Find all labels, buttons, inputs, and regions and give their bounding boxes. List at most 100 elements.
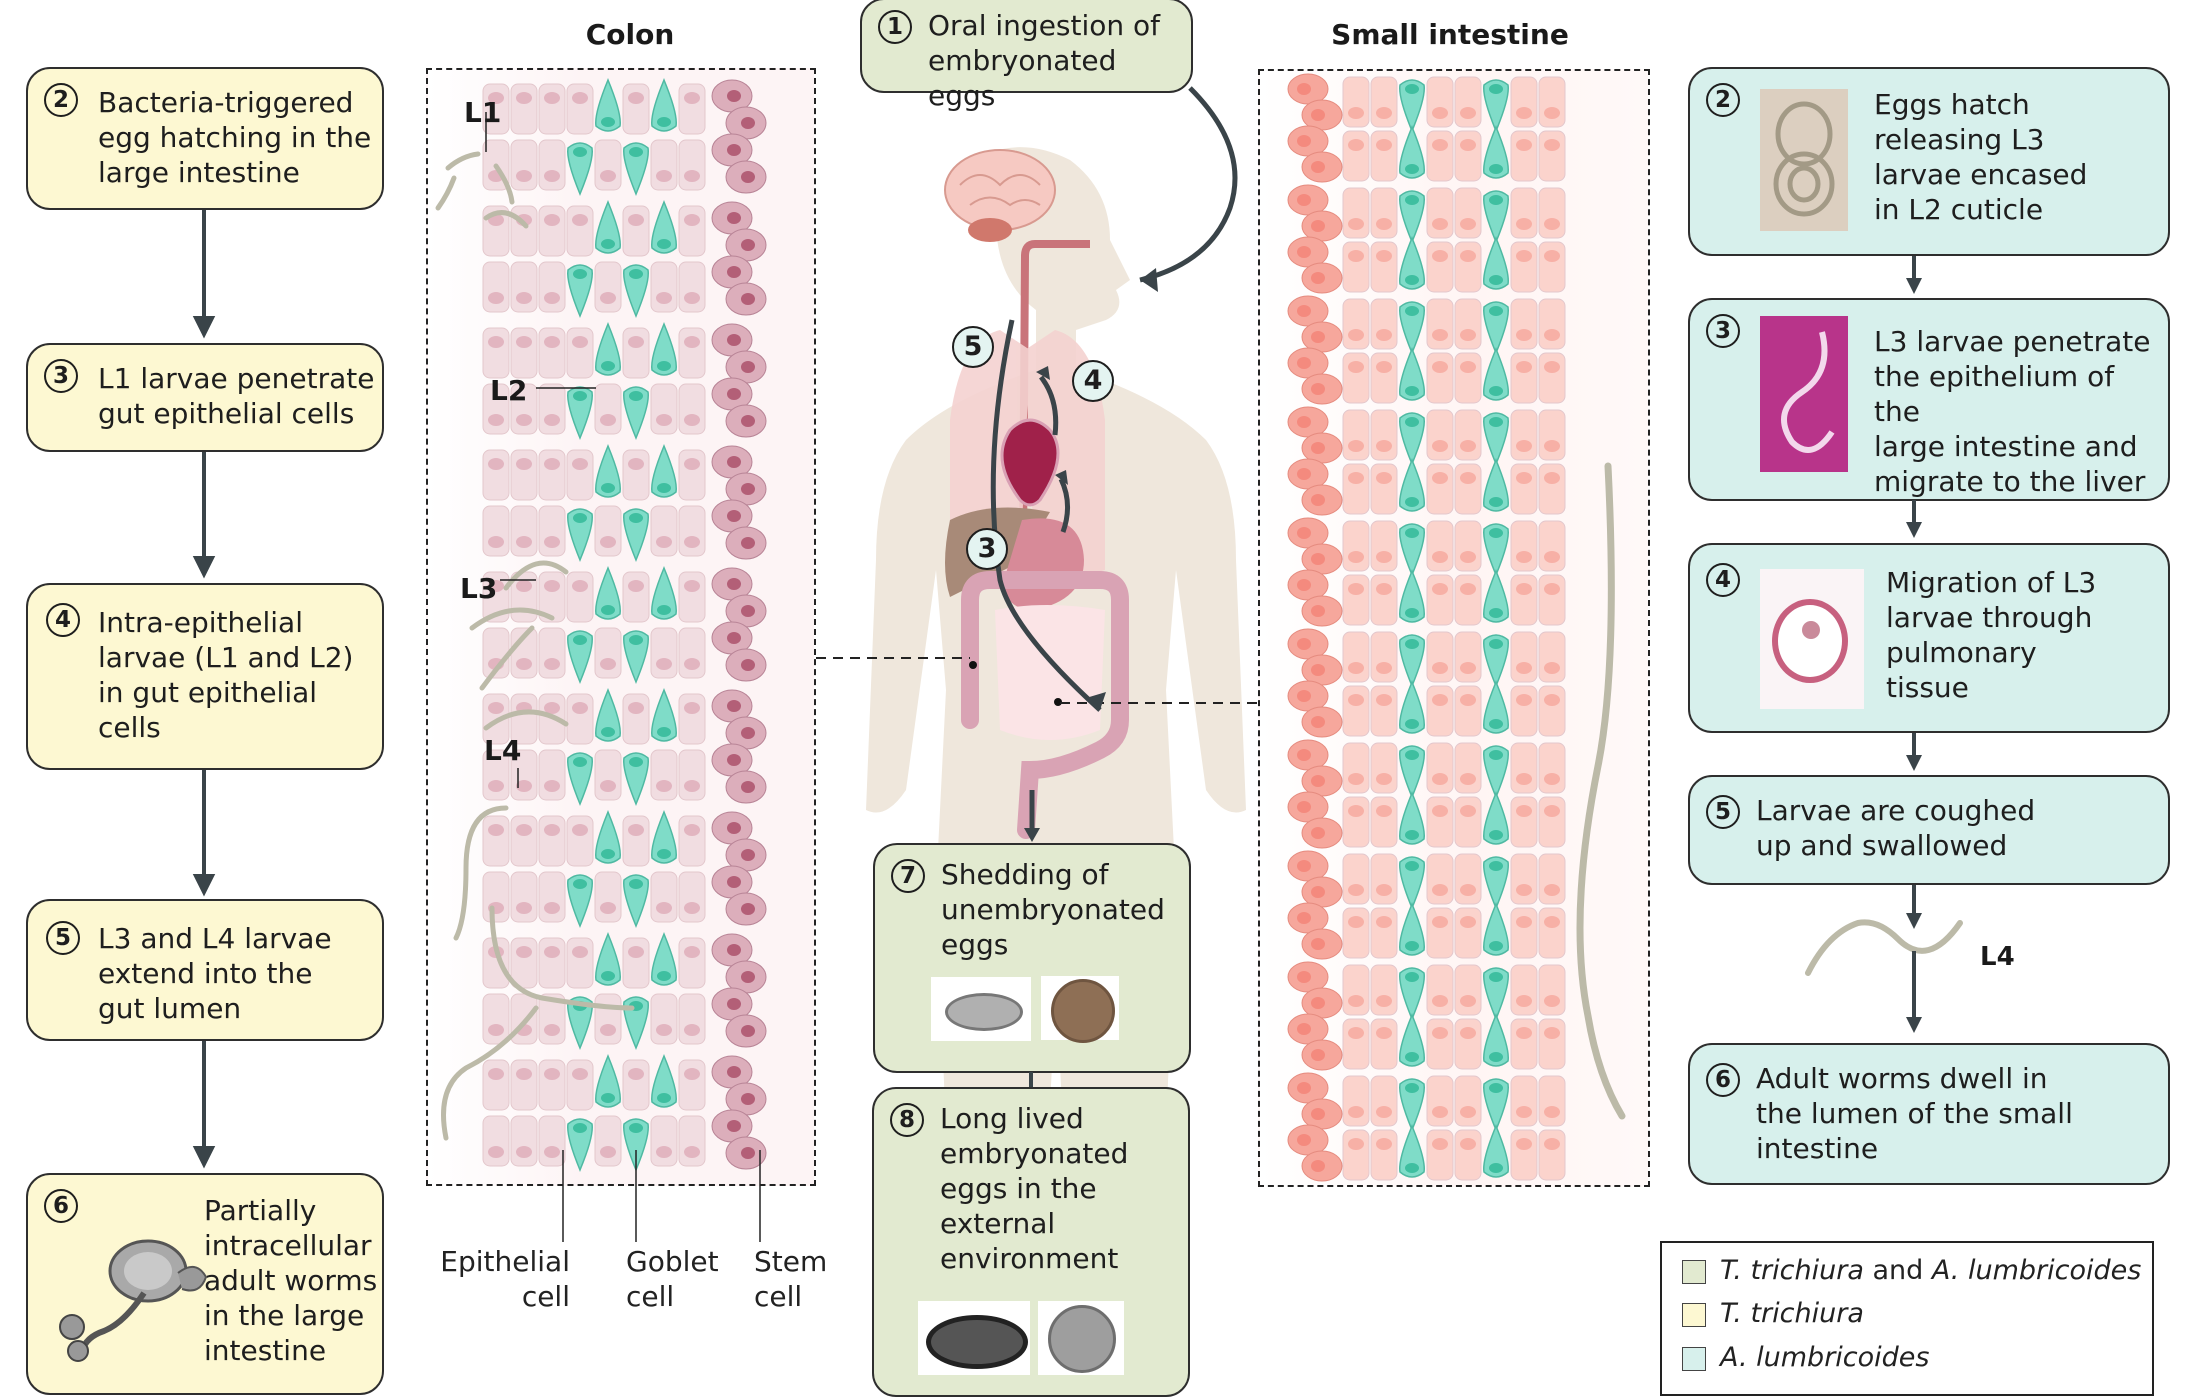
stem-cell-nucleus — [727, 456, 741, 468]
epithelial-cell-nucleus — [488, 780, 504, 792]
stem-cell-nucleus — [727, 876, 741, 888]
epithelial-cell — [1370, 352, 1398, 404]
epithelial-cell — [538, 937, 566, 989]
goblet-cell — [1483, 791, 1509, 845]
epithelial-cell-nucleus — [1432, 551, 1448, 563]
goblet-cell-nucleus — [601, 849, 615, 859]
epithelial-cell-nucleus — [1516, 361, 1532, 373]
goblet-cell-nucleus — [657, 971, 671, 981]
epithelial-cell-nucleus — [1348, 773, 1364, 785]
epithelial-cell — [1510, 352, 1538, 404]
step-text: Bacteria-triggered egg hatching in the l… — [98, 86, 372, 189]
goblet-cell — [567, 752, 593, 806]
goblet-cell — [1399, 523, 1425, 577]
epithelial-cell — [1510, 964, 1538, 1016]
epithelial-cell — [538, 815, 566, 867]
goblet-cell — [1399, 79, 1425, 133]
goblet-cell — [1483, 1124, 1509, 1178]
epithelial-cell-nucleus — [684, 458, 700, 470]
epithelial-cell-nucleus — [600, 536, 616, 548]
epithelial-cell-nucleus — [544, 214, 560, 226]
epithelial-cell-nucleus — [516, 780, 532, 792]
goblet-cell — [567, 386, 593, 440]
epithelial-cell-label: Epithelial cell — [440, 1245, 570, 1313]
epithelial-cell-nucleus — [1544, 1027, 1560, 1039]
epithelial-cell-nucleus — [572, 1068, 588, 1080]
epithelial-cell — [510, 449, 538, 501]
arrow-r3-to-r4 — [1906, 500, 1922, 538]
epithelial-cell — [650, 383, 678, 435]
epithelial-cell — [1370, 631, 1398, 683]
epithelial-cell-nucleus — [1460, 884, 1476, 896]
epithelial-cell — [510, 1059, 538, 1111]
epithelial-cell — [482, 1059, 510, 1111]
epithelial-cell — [622, 205, 650, 257]
epithelial-cell-nucleus — [1432, 1027, 1448, 1039]
epithelial-cell-nucleus — [544, 824, 560, 836]
epithelial-cell — [1454, 964, 1482, 1016]
epithelial-cell-nucleus — [1376, 472, 1392, 484]
epithelial-cell — [1342, 964, 1370, 1016]
epithelial-cell — [1370, 130, 1398, 182]
epithelial-cell-nucleus — [628, 92, 644, 104]
goblet-cell — [1483, 745, 1509, 799]
epithelial-cell-nucleus — [1516, 329, 1532, 341]
goblet-cell-nucleus — [573, 147, 587, 157]
epithelial-cell-nucleus — [1516, 694, 1532, 706]
epithelial-cell — [1510, 187, 1538, 239]
stem-cell-nucleus — [727, 632, 741, 644]
embryonated-ascaris-egg-image — [1038, 1301, 1124, 1375]
right-step-6-box: 6 Adult worms dwell in the lumen of the … — [1688, 1043, 2170, 1185]
goblet-cell — [595, 1054, 621, 1108]
colon-crypts-illustration — [435, 78, 767, 1172]
epithelial-cell-nucleus — [1460, 329, 1476, 341]
epithelial-cell-nucleus — [1348, 107, 1364, 119]
epithelial-cell — [1426, 520, 1454, 572]
epithelial-cell — [510, 205, 538, 257]
epithelial-cell-nucleus — [656, 1024, 672, 1036]
epithelial-cell — [538, 83, 566, 135]
epithelial-cell-nucleus — [572, 946, 588, 958]
epithelial-cell-nucleus — [1432, 805, 1448, 817]
left-step-6-box: 6 Partially intracellular adult worms in… — [26, 1173, 384, 1395]
stem-cell-nucleus — [1311, 664, 1325, 676]
goblet-cell — [567, 874, 593, 928]
epithelial-cell — [1454, 520, 1482, 572]
epithelial-cell-nucleus — [1544, 107, 1560, 119]
epithelial-cell — [510, 937, 538, 989]
epithelial-cell-nucleus — [1460, 773, 1476, 785]
epithelial-cell — [1454, 907, 1482, 959]
larva-worm — [435, 175, 457, 211]
cell-label-leaders — [562, 1150, 761, 1242]
stem-cell-nucleus — [1297, 527, 1311, 539]
step-number-badge: 3 — [1706, 314, 1740, 348]
epithelial-cell-nucleus — [1432, 694, 1448, 706]
goblet-cell — [1399, 902, 1425, 956]
epithelial-cell-nucleus — [1348, 329, 1364, 341]
epithelial-cell-nucleus — [628, 336, 644, 348]
epithelial-cell-nucleus — [1516, 773, 1532, 785]
epithelial-cell — [1342, 574, 1370, 626]
step-number-badge: 7 — [891, 859, 925, 893]
epithelial-cell — [594, 505, 622, 557]
epithelial-cell-nucleus — [1376, 694, 1392, 706]
goblet-cell-nucleus — [1489, 195, 1503, 205]
epithelial-cell — [594, 139, 622, 191]
goblet-cell — [651, 1054, 677, 1108]
goblet-cell — [623, 752, 649, 806]
epithelial-cell-nucleus — [544, 292, 560, 304]
epithelial-cell-nucleus — [544, 946, 560, 958]
step-text: Adult worms dwell in the lumen of the sm… — [1756, 1062, 2073, 1165]
epithelial-cell — [1510, 520, 1538, 572]
step-number-badge: 4 — [46, 603, 80, 637]
larva-worm — [469, 607, 555, 631]
epithelial-cell — [1538, 76, 1566, 128]
goblet-cell — [1399, 347, 1425, 401]
goblet-cell — [1483, 856, 1509, 910]
goblet-cell — [651, 78, 677, 132]
liver-larva-histology-image — [1760, 316, 1848, 472]
stem-cell-nucleus — [1311, 494, 1325, 506]
epithelial-cell-nucleus — [1544, 805, 1560, 817]
stem-cell-nucleus — [741, 605, 755, 617]
right-step-5-box: 5 Larvae are coughed up and swallowed — [1688, 775, 2170, 885]
